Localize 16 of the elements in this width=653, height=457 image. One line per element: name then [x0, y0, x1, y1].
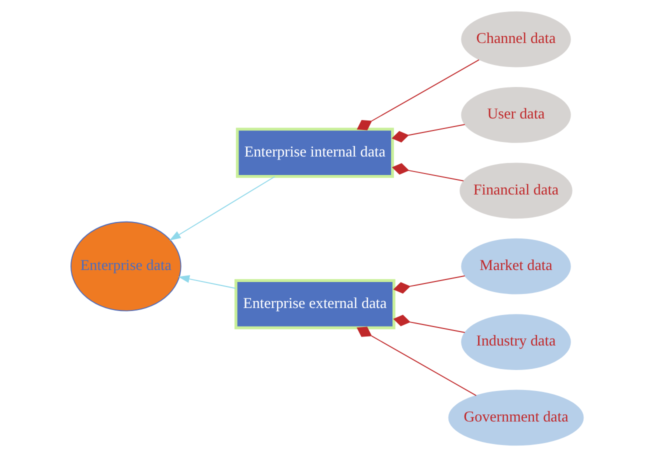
connector: [392, 314, 465, 333]
connector: [356, 326, 476, 396]
node-ellipse: Industry data: [460, 314, 570, 370]
node-ellipse: Government data: [448, 390, 584, 446]
node-ellipse: Financial data: [459, 162, 572, 219]
connector: [391, 124, 465, 143]
node-box: Enterprise external data: [234, 279, 395, 330]
arrow: [178, 275, 236, 289]
node-ellipse: Market data: [460, 238, 570, 294]
connector: [391, 163, 464, 182]
node-box: Enterprise internal data: [235, 128, 394, 178]
arrow: [168, 176, 275, 241]
node-ellipse: User data: [460, 87, 570, 143]
connector: [356, 59, 479, 130]
node-ellipse: Channel data: [460, 11, 570, 68]
connector: [392, 275, 465, 294]
